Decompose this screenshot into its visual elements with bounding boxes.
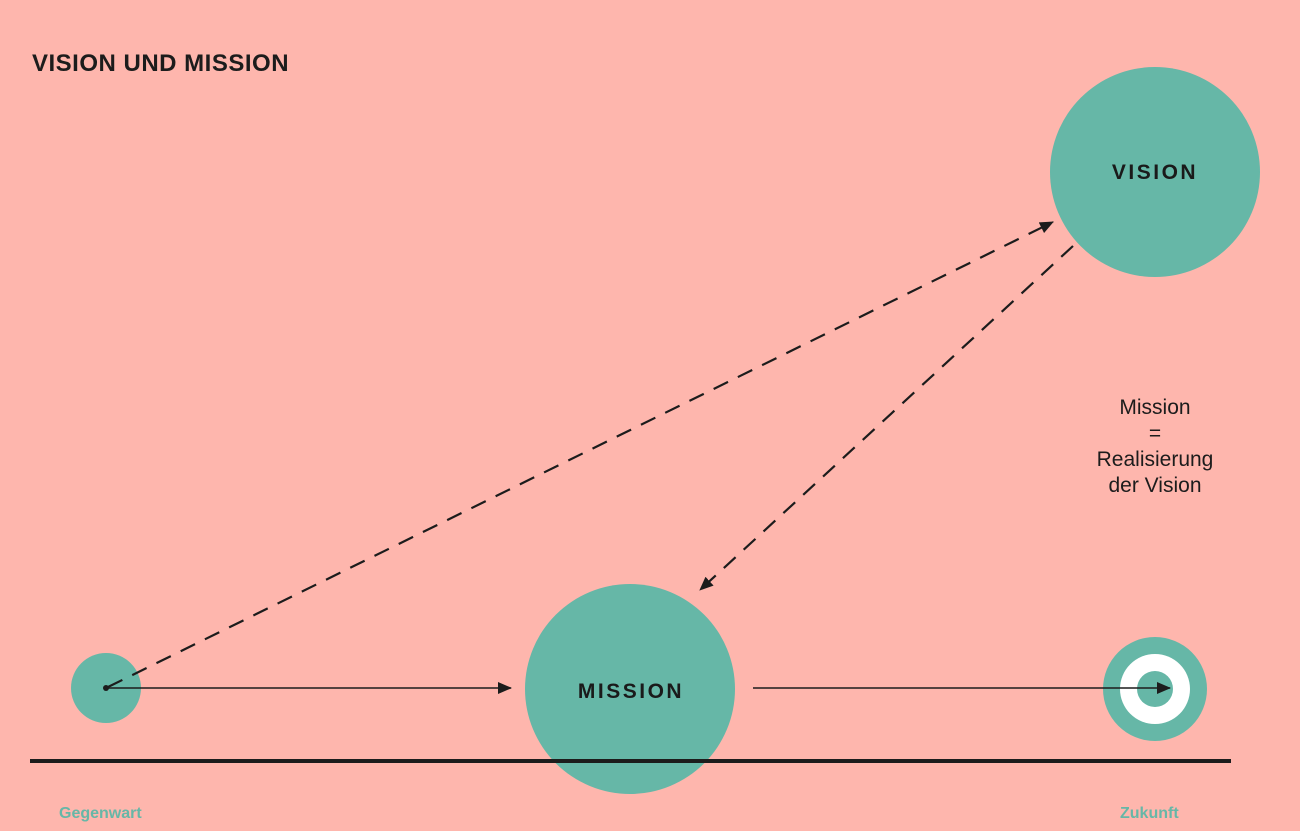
vision-circle bbox=[1050, 67, 1260, 277]
target-icon bbox=[1103, 637, 1207, 741]
note-line-4: der Vision bbox=[1108, 474, 1202, 497]
arrow-present-to-vision bbox=[107, 221, 1054, 688]
axis-end-label: Zukunft bbox=[1120, 805, 1179, 822]
note-line-3: Realisierung bbox=[1096, 448, 1214, 471]
page-title: VISION UND MISSION bbox=[32, 50, 290, 77]
arrow-vision-to-mission bbox=[699, 245, 1074, 591]
mission-definition-note: Mission = Realisierung der Vision bbox=[1097, 395, 1214, 499]
mission-circle bbox=[525, 584, 735, 794]
mission-label: MISSION bbox=[577, 680, 685, 703]
note-line-2: = bbox=[1148, 422, 1162, 445]
axis-start-label: Gegenwart bbox=[59, 805, 142, 822]
vision-label: VISION bbox=[1111, 161, 1199, 184]
note-line-1: Mission bbox=[1119, 396, 1191, 419]
